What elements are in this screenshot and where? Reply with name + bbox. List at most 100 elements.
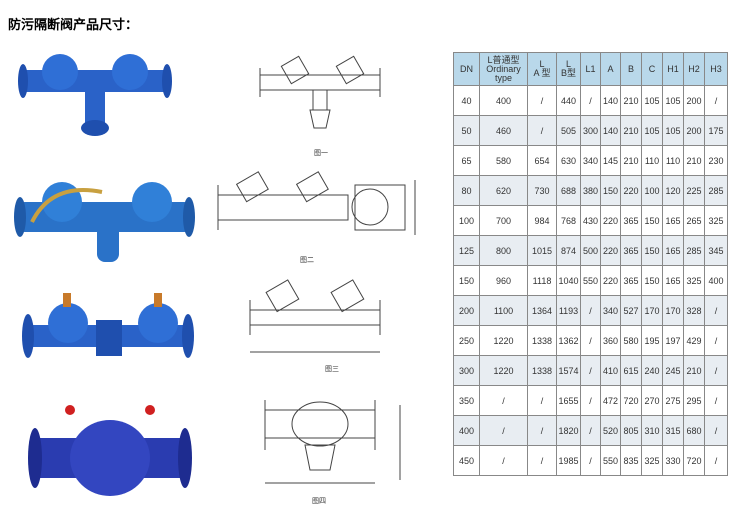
table-cell: 100 xyxy=(641,175,663,206)
header-text: DN xyxy=(460,63,473,74)
table-cell: / xyxy=(580,295,601,326)
table-cell: / xyxy=(704,295,728,326)
table-cell: / xyxy=(527,85,557,116)
table-cell: 768 xyxy=(556,205,581,236)
table-cell: 340 xyxy=(580,145,601,176)
table-cell: / xyxy=(704,385,728,416)
table-cell: 265 xyxy=(683,205,705,236)
table-cell: 550 xyxy=(600,445,621,476)
valve-photo-2 xyxy=(14,182,195,262)
table-cell: 245 xyxy=(662,355,684,386)
column-header: B xyxy=(620,52,642,86)
table-cell: 165 xyxy=(662,205,684,236)
table-cell: 505 xyxy=(556,115,581,146)
page-title: 防污隔断阀产品尺寸： xyxy=(8,18,139,33)
drawing-fig-4 xyxy=(264,400,401,484)
table-cell: 550 xyxy=(580,265,601,296)
table-cell: 295 xyxy=(683,385,705,416)
table-cell: 430 xyxy=(580,205,601,236)
table-cell: 1338 xyxy=(527,355,557,386)
table-cell: 350 xyxy=(453,385,480,416)
table-cell: 440 xyxy=(556,85,581,116)
table-cell: 1220 xyxy=(479,325,528,356)
column-header: DN xyxy=(453,52,480,86)
table-cell: 730 xyxy=(527,175,557,206)
valve-photo-4 xyxy=(28,405,192,496)
table-cell: 165 xyxy=(662,235,684,266)
table-cell: 210 xyxy=(620,85,642,116)
table-cell: 145 xyxy=(600,145,621,176)
table-cell: 225 xyxy=(683,175,705,206)
header-text: L普通型 xyxy=(487,54,520,65)
table-cell: 620 xyxy=(479,175,528,206)
table-cell: / xyxy=(704,325,728,356)
table-cell: 275 xyxy=(662,385,684,416)
table-cell: 1193 xyxy=(556,295,581,326)
table-cell: / xyxy=(527,115,557,146)
table-cell: 1655 xyxy=(556,385,581,416)
table-cell: 380 xyxy=(580,175,601,206)
table-cell: 310 xyxy=(641,415,663,446)
table-cell: 250 xyxy=(453,325,480,356)
table-cell: 984 xyxy=(527,205,557,236)
table-cell: 165 xyxy=(662,265,684,296)
table-cell: / xyxy=(580,445,601,476)
table-cell: 429 xyxy=(683,325,705,356)
table-cell: 110 xyxy=(641,145,663,176)
table-cell: 720 xyxy=(620,385,642,416)
table-cell: 410 xyxy=(600,355,621,386)
table-cell: 1985 xyxy=(556,445,581,476)
table-cell: / xyxy=(580,355,601,386)
table-cell: 700 xyxy=(479,205,528,236)
header-text: H2 xyxy=(688,63,700,74)
column-header: H1 xyxy=(662,52,684,86)
table-cell: 1220 xyxy=(479,355,528,386)
valve-photo-3 xyxy=(22,293,194,358)
table-cell: 325 xyxy=(683,265,705,296)
table-cell: 580 xyxy=(479,145,528,176)
table-cell: 1118 xyxy=(527,265,557,296)
table-cell: 1338 xyxy=(527,325,557,356)
table-cell: 527 xyxy=(620,295,642,326)
table-cell: 230 xyxy=(704,145,728,176)
table-cell: 240 xyxy=(641,355,663,386)
table-cell: / xyxy=(479,385,528,416)
table-cell: 325 xyxy=(641,445,663,476)
table-cell: 125 xyxy=(453,235,480,266)
header-text: B xyxy=(627,63,634,74)
table-cell: 1364 xyxy=(527,295,557,326)
table-cell: / xyxy=(704,85,728,116)
table-cell: 210 xyxy=(620,115,642,146)
table-cell: 175 xyxy=(704,115,728,146)
table-cell: 210 xyxy=(620,145,642,176)
header-text: H3 xyxy=(710,63,722,74)
fig-caption-1: 图一 xyxy=(314,149,328,157)
table-cell: 170 xyxy=(662,295,684,326)
table-cell: 220 xyxy=(600,265,621,296)
table-cell: / xyxy=(580,415,601,446)
header-text: A xyxy=(607,63,614,74)
table-cell: 450 xyxy=(453,445,480,476)
table-cell: 300 xyxy=(580,115,601,146)
table-cell: 680 xyxy=(683,415,705,446)
column-header: H3 xyxy=(704,52,728,86)
table-cell: 195 xyxy=(641,325,663,356)
table-cell: 150 xyxy=(641,205,663,236)
table-cell: 105 xyxy=(641,115,663,146)
table-cell: 400 xyxy=(479,85,528,116)
table-cell: 270 xyxy=(641,385,663,416)
header-text: type xyxy=(494,72,512,83)
table-cell: 105 xyxy=(662,85,684,116)
table-cell: 1362 xyxy=(556,325,581,356)
table-cell: 1100 xyxy=(479,295,528,326)
table-cell: 150 xyxy=(641,265,663,296)
table-cell: 365 xyxy=(620,235,642,266)
header-text: C xyxy=(648,63,656,74)
